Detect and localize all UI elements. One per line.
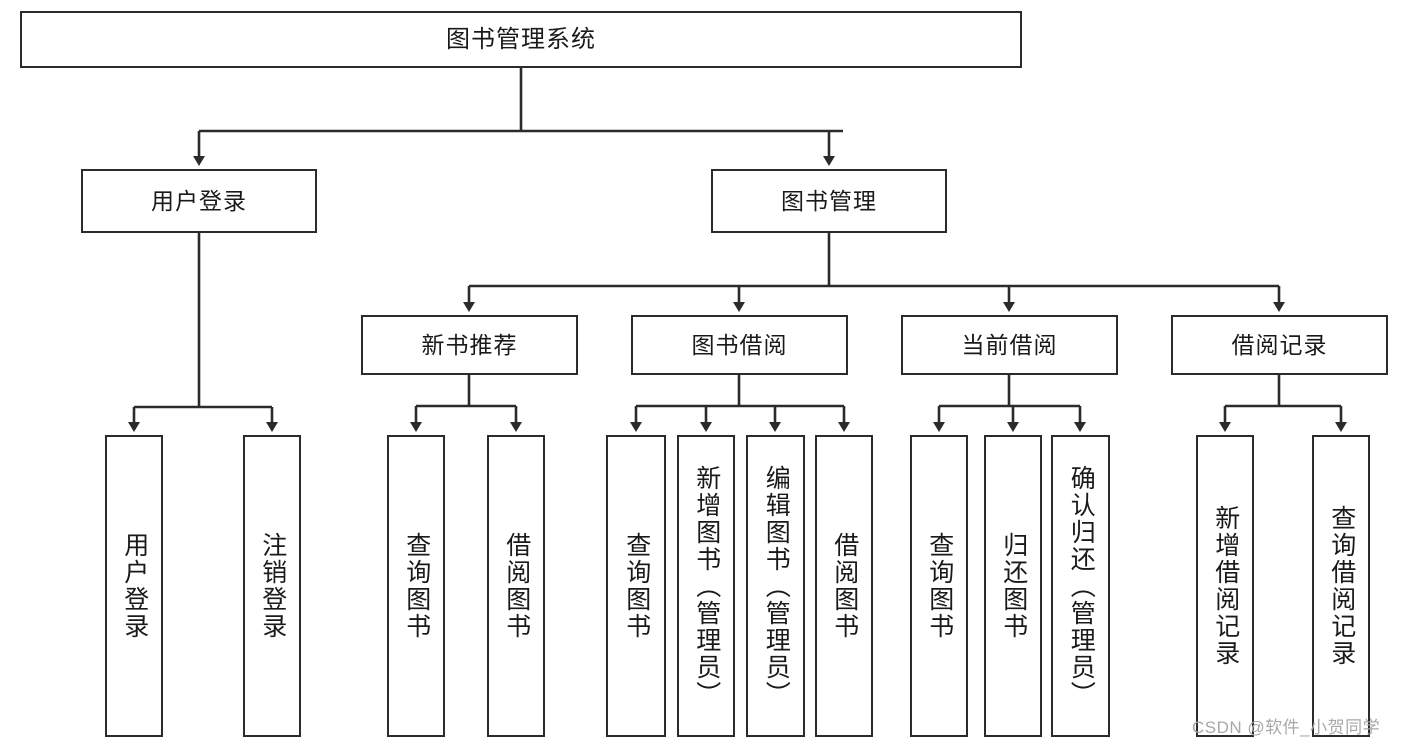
leaf-add-borrow-record[interactable]: 新增借阅记录 [1196, 435, 1254, 737]
node-current-borrow[interactable]: 当前借阅 [901, 315, 1118, 375]
node-book-borrow-label: 图书借阅 [691, 331, 788, 358]
leaf-query-book-current[interactable]: 查询图书 [910, 435, 968, 737]
node-user-login-label: 用户登录 [151, 187, 247, 214]
node-root[interactable]: 图书管理系统 [20, 11, 1022, 68]
leaf-add-book-admin[interactable]: 新增图书（管理员） [677, 435, 735, 737]
node-book-management-label: 图书管理 [781, 187, 877, 214]
leaf-query-borrow-record[interactable]: 查询借阅记录 [1312, 435, 1370, 737]
leaf-logout-login-label: 注销登录 [258, 532, 287, 640]
leaf-query-book-current-label: 查询图书 [925, 532, 954, 640]
node-new-book-recommend[interactable]: 新书推荐 [361, 315, 578, 375]
leaf-confirm-return-admin[interactable]: 确认归还（管理员） [1051, 435, 1110, 737]
node-borrow-record[interactable]: 借阅记录 [1171, 315, 1388, 375]
node-user-login[interactable]: 用户登录 [81, 169, 317, 233]
leaf-borrow-book-recommend[interactable]: 借阅图书 [487, 435, 545, 737]
leaf-edit-book-admin[interactable]: 编辑图书（管理员） [746, 435, 805, 737]
node-root-label: 图书管理系统 [446, 25, 596, 53]
node-book-borrow[interactable]: 图书借阅 [631, 315, 848, 375]
node-current-borrow-label: 当前借阅 [961, 331, 1058, 358]
leaf-return-book-label: 归还图书 [999, 532, 1028, 640]
leaf-query-borrow-record-label: 查询借阅记录 [1327, 505, 1356, 667]
leaf-add-borrow-record-label: 新增借阅记录 [1211, 505, 1240, 667]
leaf-return-book[interactable]: 归还图书 [984, 435, 1042, 737]
leaf-user-login[interactable]: 用户登录 [105, 435, 163, 737]
leaf-borrow-book-label: 借阅图书 [830, 532, 859, 640]
leaf-query-book-recommend[interactable]: 查询图书 [387, 435, 445, 737]
leaf-query-book-borrow-label: 查询图书 [622, 532, 651, 640]
leaf-user-login-label: 用户登录 [120, 532, 149, 640]
leaf-borrow-book-recommend-label: 借阅图书 [502, 532, 531, 640]
leaf-confirm-return-admin-label: 确认归还（管理员） [1067, 464, 1096, 708]
leaf-borrow-book[interactable]: 借阅图书 [815, 435, 873, 737]
leaf-add-book-admin-label: 新增图书（管理员） [692, 464, 721, 708]
csdn-watermark: CSDN @软件_小贺同学 [1192, 718, 1381, 737]
node-book-management[interactable]: 图书管理 [711, 169, 947, 233]
node-borrow-record-label: 借阅记录 [1231, 331, 1328, 358]
leaf-query-book-borrow[interactable]: 查询图书 [606, 435, 666, 737]
leaf-edit-book-admin-label: 编辑图书（管理员） [762, 464, 791, 708]
leaf-query-book-recommend-label: 查询图书 [402, 532, 431, 640]
leaf-logout-login[interactable]: 注销登录 [243, 435, 301, 737]
node-new-book-recommend-label: 新书推荐 [421, 331, 518, 358]
